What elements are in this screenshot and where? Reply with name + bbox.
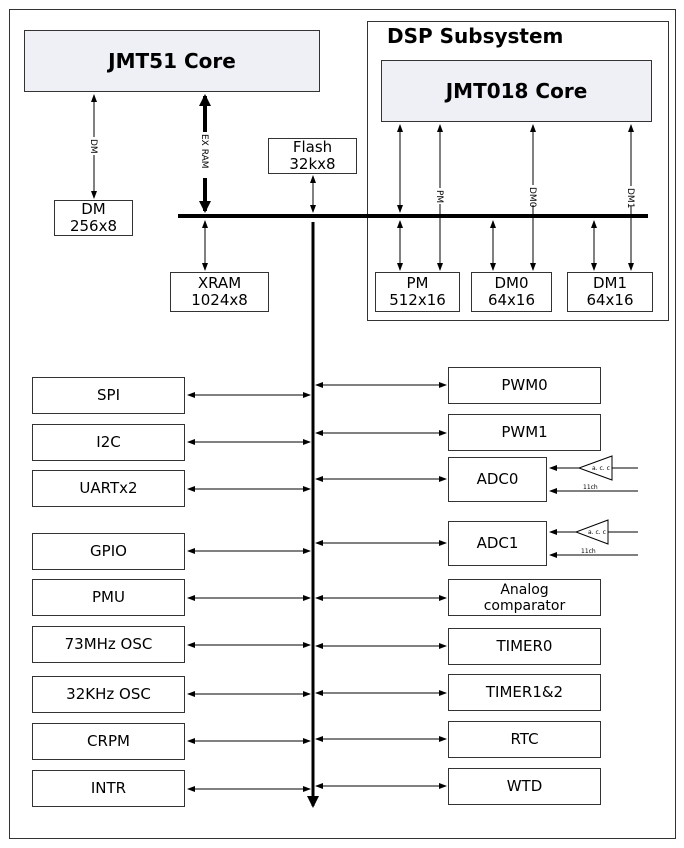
analog-label-line1: Analog	[500, 581, 549, 598]
gpio-block: GPIO	[32, 533, 185, 570]
jmt018-core: JMT018 Core	[381, 60, 652, 122]
osc73-label: 73MHz OSC	[64, 635, 153, 653]
flash-label: Flash	[292, 138, 333, 156]
adc0-amp-label: a. c. c	[592, 465, 610, 472]
crpm-label: CRPM	[87, 732, 130, 750]
dsp-subsystem-title: DSP Subsystem	[387, 24, 564, 48]
dm-size: 256x8	[69, 217, 118, 235]
adc0-label: ADC0	[476, 470, 519, 488]
analog-label-line2: comparator	[483, 597, 566, 614]
pwm0-label: PWM0	[501, 376, 548, 394]
pmu-label: PMU	[92, 588, 125, 606]
uart-block: UARTx2	[32, 470, 185, 507]
adc1-label: ADC1	[476, 534, 519, 552]
dm0-link-label: DM0	[527, 187, 537, 208]
intr-label: INTR	[90, 779, 127, 797]
dm0-label: DM0	[494, 274, 529, 292]
jmt018-core-label: JMT018 Core	[445, 79, 588, 103]
gpio-label: GPIO	[90, 542, 127, 560]
dm-memory: DM 256x8	[54, 200, 133, 236]
dm0-size: 64x16	[487, 291, 536, 309]
spi-label: SPI	[97, 386, 120, 404]
intr-block: INTR	[32, 770, 185, 807]
wtd-block: WTD	[448, 768, 601, 805]
timer0-block: TIMER0	[448, 628, 601, 665]
osc32-label: 32KHz OSC	[66, 685, 151, 703]
adc0-block: ADC0	[448, 457, 547, 502]
rtc-block: RTC	[448, 721, 601, 758]
exram-link-label: EX RAM	[199, 134, 209, 169]
xram-size: 1024x8	[191, 291, 248, 309]
wtd-label: WTD	[506, 777, 543, 795]
dm-link-label: DM	[88, 139, 98, 154]
pmu-block: PMU	[32, 579, 185, 616]
osc73-block: 73MHz OSC	[32, 626, 185, 663]
dm1-label: DM1	[592, 274, 628, 292]
i2c-label: I2C	[96, 433, 121, 451]
xram-label: XRAM	[197, 274, 242, 292]
pm-size: 512x16	[389, 291, 446, 309]
osc32-block: 32KHz OSC	[32, 676, 185, 713]
rtc-label: RTC	[510, 730, 539, 748]
flash-size: 32kx8	[289, 155, 336, 173]
dm-label: DM	[81, 200, 106, 218]
adc1-amp-label: a. c. c	[588, 529, 606, 536]
timer12-block: TIMER1&2	[448, 674, 601, 711]
dm1-link-label: DM1	[625, 188, 635, 208]
pwm1-block: PWM1	[448, 414, 601, 451]
spi-block: SPI	[32, 377, 185, 414]
dsp-subsystem-box	[367, 21, 669, 321]
jmt51-core: JMT51 Core	[24, 30, 320, 92]
analog-comparator-block: Analog comparator	[448, 579, 601, 616]
pm-label: PM	[406, 274, 429, 292]
dm0-memory: DM0 64x16	[471, 272, 552, 312]
pwm0-block: PWM0	[448, 367, 601, 404]
jmt51-core-label: JMT51 Core	[108, 49, 236, 73]
adc0-channel-label: 11ch	[583, 484, 598, 491]
dm1-size: 64x16	[586, 291, 634, 309]
crpm-block: CRPM	[32, 723, 185, 760]
flash-memory: Flash 32kx8	[268, 138, 357, 174]
adc1-block: ADC1	[448, 521, 547, 566]
pwm1-label: PWM1	[501, 423, 548, 441]
diagram-frame	[9, 9, 676, 839]
timer12-label: TIMER1&2	[485, 683, 564, 701]
timer0-label: TIMER0	[496, 637, 553, 655]
pm-link-label: PM	[434, 190, 444, 203]
adc1-channel-label: 11ch	[581, 548, 596, 555]
uart-label: UARTx2	[79, 479, 138, 497]
pm-memory: PM 512x16	[375, 272, 460, 312]
dm1-memory: DM1 64x16	[567, 272, 653, 312]
xram-memory: XRAM 1024x8	[170, 272, 269, 312]
i2c-block: I2C	[32, 424, 185, 461]
